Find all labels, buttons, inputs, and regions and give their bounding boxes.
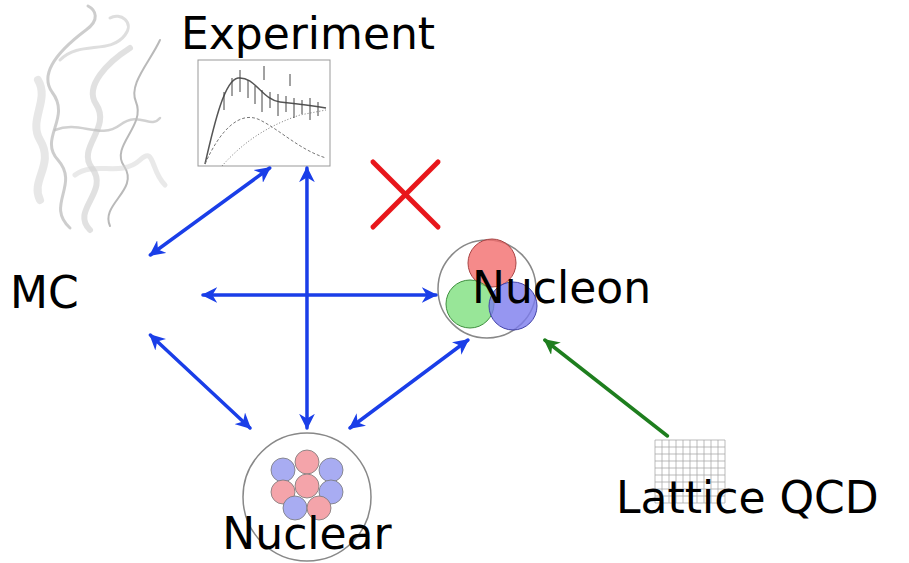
connector-arrow	[203, 293, 436, 297]
node-label: Experiment	[177, 10, 439, 58]
nuclear-node: Nuclear	[216, 428, 398, 561]
smoke-illustration	[36, 6, 165, 230]
connector-arrow	[150, 168, 269, 255]
lattice-qcd-node: Lattice QCD	[612, 436, 904, 530]
no-link-cross	[373, 162, 438, 227]
connector-arrow	[545, 340, 668, 436]
experiment-node: Experiment	[177, 6, 439, 168]
node-label: Nuclear	[216, 510, 398, 558]
connector-arrow	[150, 335, 250, 428]
node-label: Nucleon	[472, 264, 651, 312]
connector-arrow	[305, 168, 309, 428]
data-plot	[198, 60, 330, 166]
nucleon-node: Nucleon	[436, 236, 658, 340]
connector-arrow	[350, 340, 468, 428]
mc-node: MC	[8, 255, 203, 335]
node-label: Lattice QCD	[616, 474, 879, 522]
node-label: MC	[10, 269, 79, 317]
